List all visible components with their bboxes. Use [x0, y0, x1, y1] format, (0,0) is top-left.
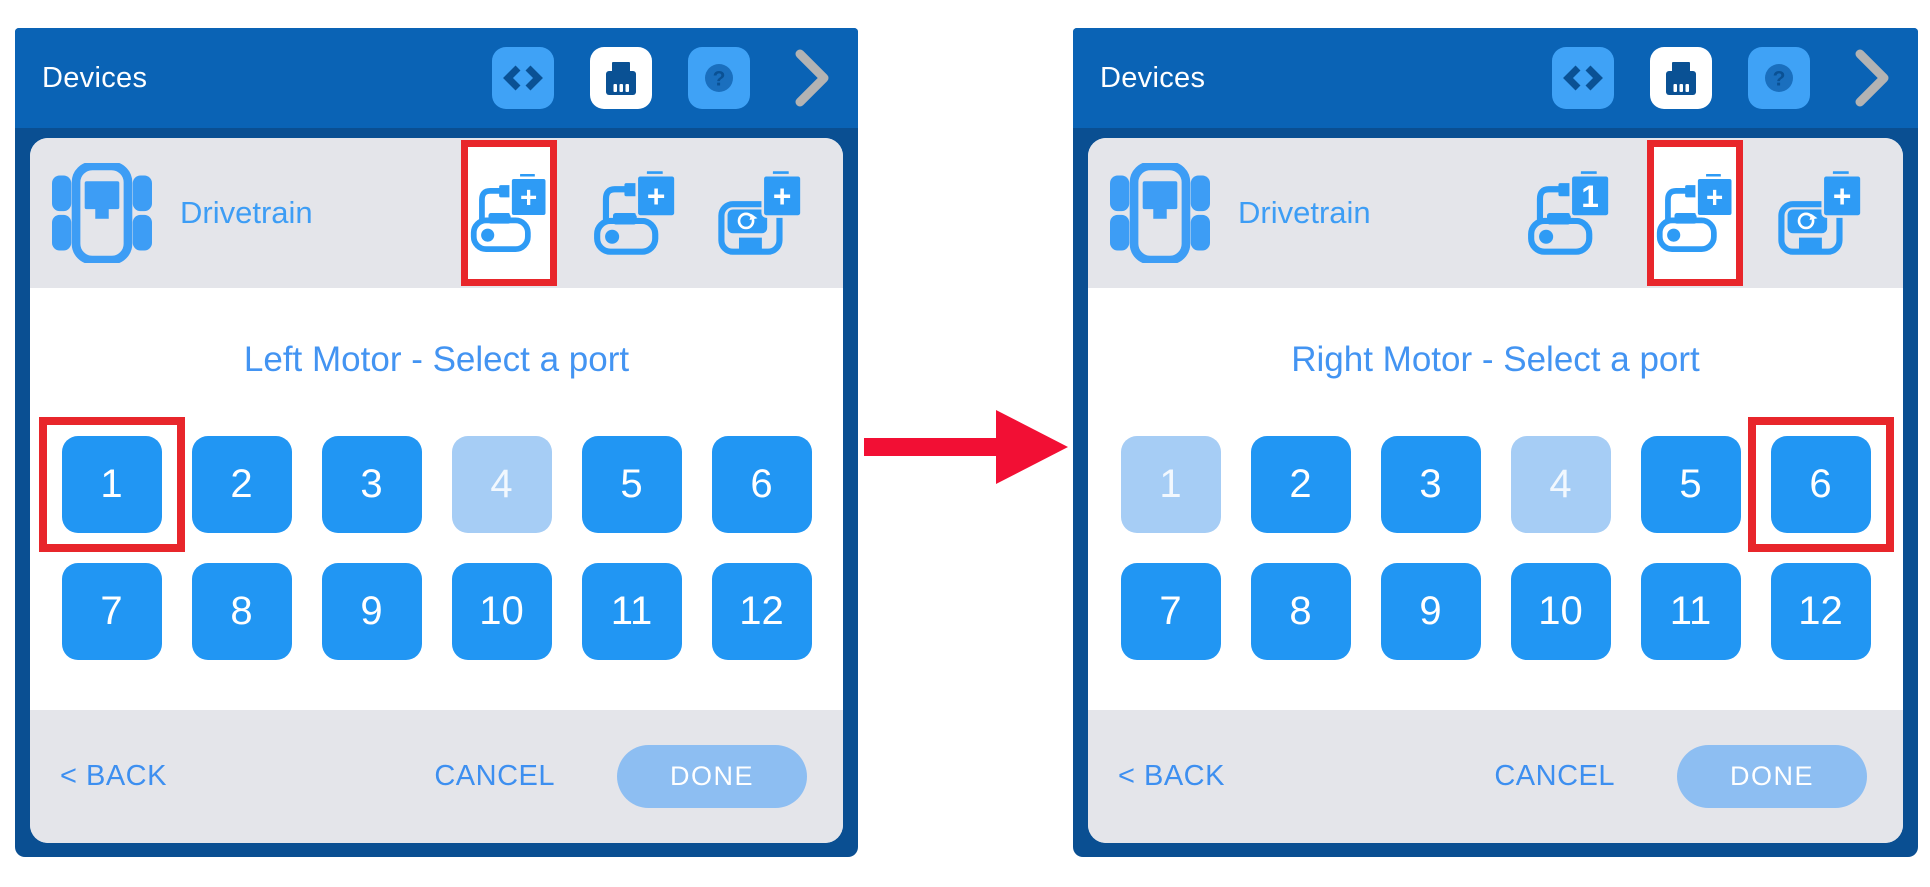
port-button-1[interactable]: 1 [38, 417, 185, 552]
devices-header: Devices [1073, 28, 1918, 128]
device-row-drivetrain[interactable]: Drivetrain 1 [1088, 138, 1903, 288]
port-button-5[interactable]: 5 [1640, 436, 1741, 533]
slot-badge: + [520, 181, 537, 214]
transition-arrow-area [858, 28, 1073, 484]
slot-badge: + [647, 178, 666, 214]
port-button-7[interactable]: 7 [1120, 563, 1221, 660]
header-icon-group [492, 45, 832, 111]
left-motor-slot[interactable]: + [461, 140, 557, 286]
port-button-3[interactable]: 3 [1380, 436, 1481, 533]
back-button[interactable]: < BACK [60, 760, 167, 792]
port-button-10[interactable]: 10 [451, 563, 552, 660]
page-title: Devices [1100, 61, 1206, 94]
drivetrain-icon [52, 163, 152, 263]
inertial-sensor-slot[interactable]: + [713, 140, 809, 286]
device-label: Drivetrain [180, 195, 313, 230]
device-label: Drivetrain [1238, 195, 1371, 230]
panel-body: Drivetrain + [15, 128, 858, 857]
cancel-button[interactable]: CANCEL [434, 760, 555, 792]
devices-header: Devices [15, 28, 858, 128]
left-motor-slot[interactable]: 1 [1521, 140, 1617, 286]
port-button-4: 4 [451, 436, 552, 533]
port-button-10[interactable]: 10 [1510, 563, 1611, 660]
screenshot-canvas: Devices Drivetrain [15, 28, 1918, 857]
device-slot-group: + + [461, 140, 809, 286]
port-button-9[interactable]: 9 [1380, 563, 1481, 660]
port-button-2[interactable]: 2 [191, 436, 292, 533]
ports-icon[interactable] [590, 47, 652, 109]
devices-panel-left-motor: Devices Drivetrain [15, 28, 858, 857]
page-title: Devices [42, 61, 148, 94]
done-button[interactable]: DONE [617, 745, 807, 808]
panel-footer: < BACK CANCEL DONE [30, 710, 843, 843]
cancel-button[interactable]: CANCEL [1494, 760, 1615, 792]
port-button-2[interactable]: 2 [1250, 436, 1351, 533]
drivetrain-icon [1110, 163, 1210, 263]
port-button-6[interactable]: 6 [1747, 417, 1894, 552]
code-icon[interactable] [492, 47, 554, 109]
port-button-9[interactable]: 9 [321, 563, 422, 660]
device-row-drivetrain[interactable]: Drivetrain + [30, 138, 843, 288]
forward-chevron-icon[interactable] [1852, 45, 1892, 111]
select-port-title: Right Motor - Select a port [1291, 340, 1700, 379]
panel-footer: < BACK CANCEL DONE [1088, 710, 1903, 843]
port-button-11[interactable]: 11 [1640, 563, 1741, 660]
slot-badge: 1 [1581, 178, 1599, 214]
slot-badge: + [773, 178, 792, 214]
help-icon[interactable] [688, 47, 750, 109]
back-button[interactable]: < BACK [1118, 760, 1225, 792]
select-port-title: Left Motor - Select a port [243, 340, 630, 379]
port-grid: 1 2 3 4 5 6 7 8 9 10 11 12 [1120, 417, 1894, 660]
help-icon[interactable] [1748, 47, 1810, 109]
ports-icon[interactable] [1650, 47, 1712, 109]
port-button-12[interactable]: 12 [1770, 563, 1871, 660]
forward-chevron-icon[interactable] [792, 45, 832, 111]
port-button-1: 1 [1120, 436, 1221, 533]
port-button-7[interactable]: 7 [61, 563, 162, 660]
port-button-4: 4 [1510, 436, 1611, 533]
devices-panel-right-motor: Devices Drivetrain [1073, 28, 1918, 857]
port-button-8[interactable]: 8 [191, 563, 292, 660]
slot-badge: + [1706, 181, 1723, 214]
right-motor-slot[interactable]: + [1647, 140, 1743, 286]
inertial-sensor-slot[interactable]: + [1773, 140, 1869, 286]
port-button-12[interactable]: 12 [711, 563, 812, 660]
right-motor-slot[interactable]: + [587, 140, 683, 286]
port-button-8[interactable]: 8 [1250, 563, 1351, 660]
port-button-6[interactable]: 6 [711, 436, 812, 533]
done-button[interactable]: DONE [1677, 745, 1867, 808]
port-button-5[interactable]: 5 [581, 436, 682, 533]
panel-body: Drivetrain 1 [1073, 128, 1918, 857]
header-icon-group [1552, 45, 1892, 111]
right-arrow-icon [863, 410, 1068, 484]
slot-badge: + [1833, 178, 1852, 214]
port-button-3[interactable]: 3 [321, 436, 422, 533]
device-slot-group: 1 + [1521, 140, 1869, 286]
port-grid: 1 2 3 4 5 6 7 8 9 10 11 12 [38, 417, 812, 660]
code-icon[interactable] [1552, 47, 1614, 109]
port-button-11[interactable]: 11 [581, 563, 682, 660]
